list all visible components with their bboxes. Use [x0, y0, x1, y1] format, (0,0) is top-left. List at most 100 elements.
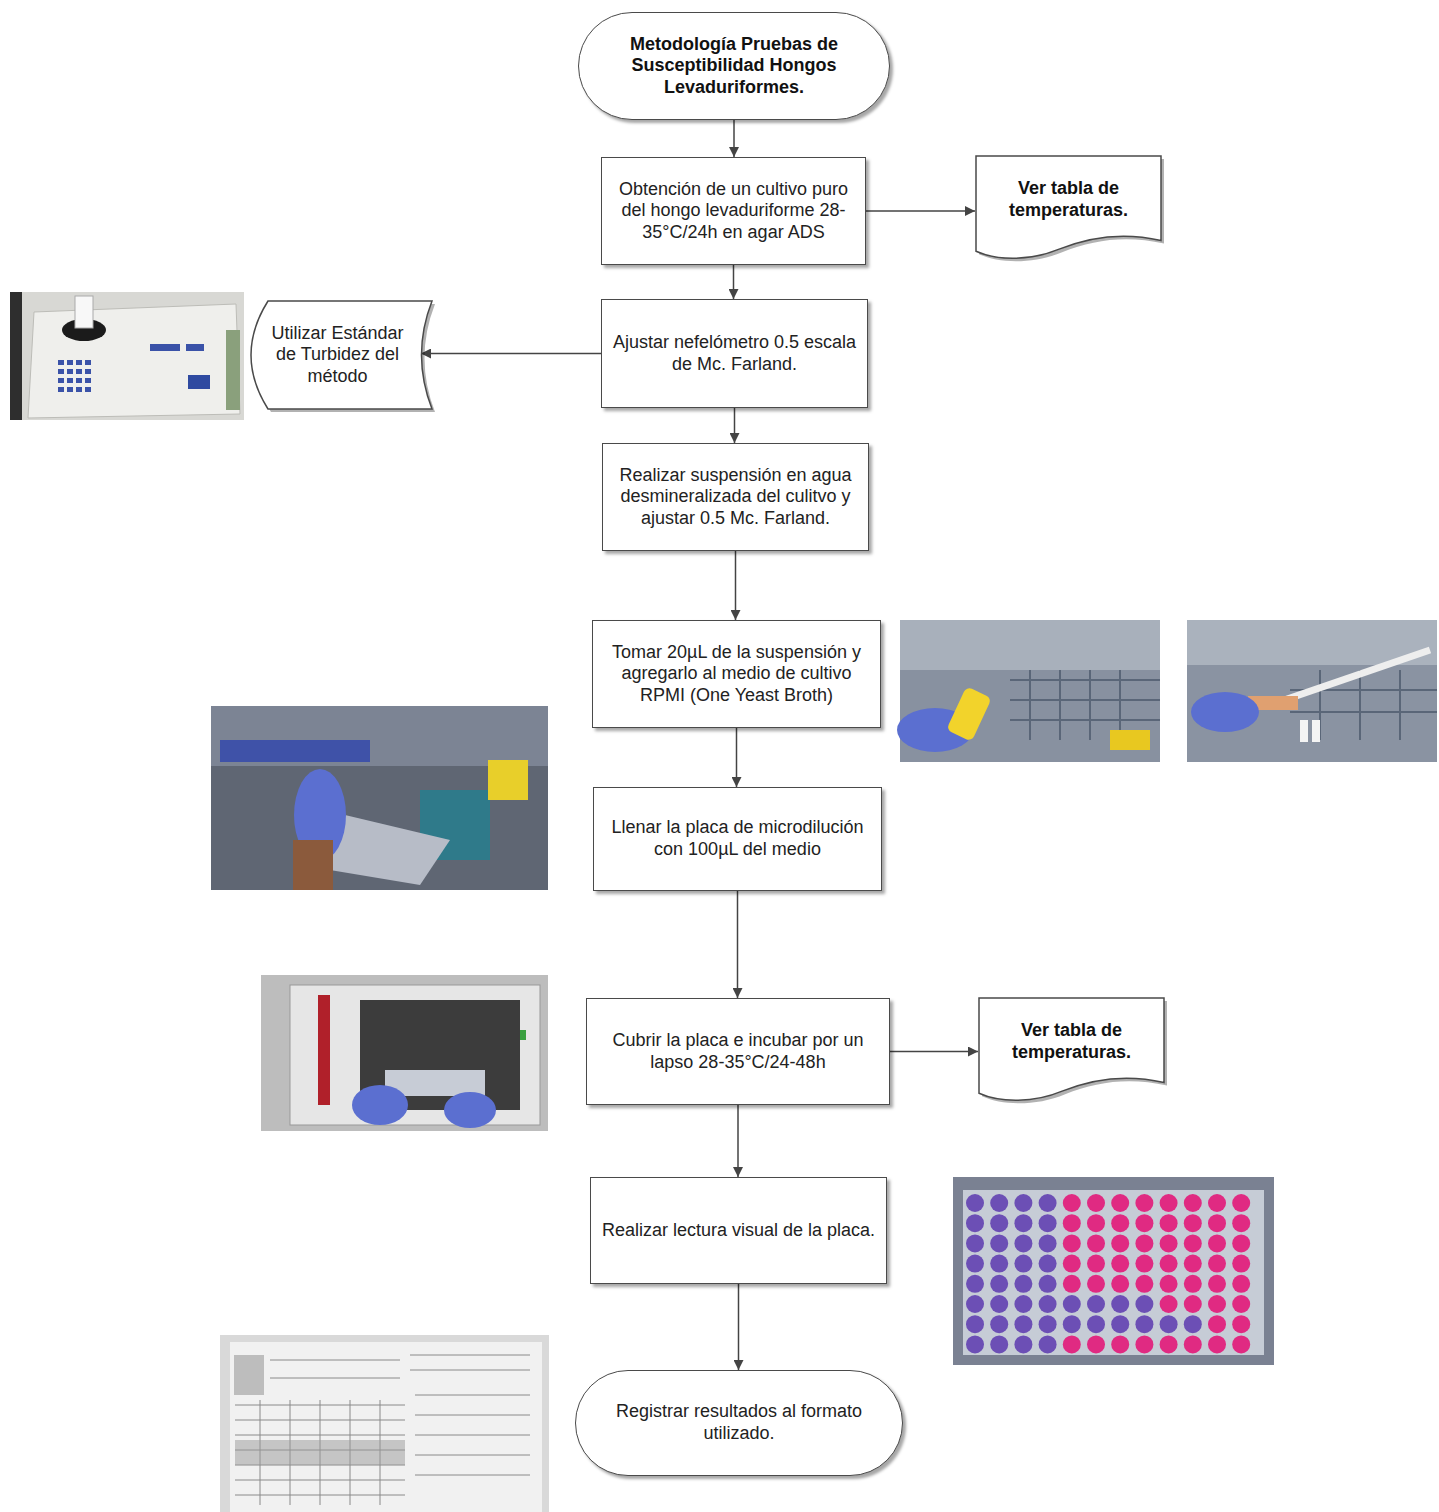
- plate-well: [1014, 1275, 1032, 1293]
- indicator: [520, 1030, 526, 1040]
- plate-well: [1063, 1255, 1081, 1273]
- flow-arrow: [733, 120, 735, 157]
- tube: [1300, 720, 1308, 742]
- plate-well: [1039, 1234, 1057, 1252]
- plate-well: [1039, 1295, 1057, 1313]
- plate-well: [1232, 1275, 1250, 1293]
- form-shading: [235, 1440, 405, 1465]
- node-text: Tomar 20µL de la suspensión y agregarlo …: [601, 642, 872, 707]
- plate-well: [1160, 1214, 1178, 1232]
- plate-well: [1014, 1214, 1032, 1232]
- photo-edge: [226, 330, 240, 410]
- device-body: [28, 304, 240, 418]
- plate-well: [1208, 1214, 1226, 1232]
- node-text: Utilizar Estándar de Turbidez del método: [266, 323, 409, 388]
- plate-well: [966, 1335, 984, 1353]
- plate-frame: [953, 1177, 1274, 1365]
- plate-well: [1208, 1315, 1226, 1333]
- plate-body: [963, 1190, 1264, 1355]
- plate-well: [1087, 1214, 1105, 1232]
- flow-arrow: [737, 1105, 739, 1177]
- glove: [444, 1092, 496, 1128]
- plate-well: [1135, 1275, 1153, 1293]
- plate-well: [1135, 1194, 1153, 1212]
- process-box: Realizar lectura visual de la placa.: [590, 1177, 887, 1284]
- plate-well: [1111, 1255, 1129, 1273]
- flow-arrow: [735, 551, 737, 620]
- plate-well: [1232, 1214, 1250, 1232]
- shape-outline: [976, 156, 1161, 258]
- plate-well: [1208, 1335, 1226, 1353]
- glove: [352, 1085, 408, 1125]
- plate-well: [1208, 1295, 1226, 1313]
- node-text: Ver tabla de temperaturas.: [988, 1020, 1155, 1063]
- plate-well: [1087, 1255, 1105, 1273]
- plate-well: [1232, 1234, 1250, 1252]
- process-box: Ajustar nefelómetro 0.5 escala de Mc. Fa…: [601, 299, 868, 408]
- node-text: Obtención de un cultivo puro del hongo l…: [610, 179, 857, 244]
- plate-well: [1160, 1335, 1178, 1353]
- node-content: Ver tabla de temperaturas.: [978, 997, 1165, 1104]
- keypad: [58, 360, 91, 392]
- plate-well: [990, 1214, 1008, 1232]
- plate-well: [1160, 1315, 1178, 1333]
- plate-well: [1160, 1295, 1178, 1313]
- flow-arrow: [890, 1051, 978, 1053]
- process-box: Tomar 20µL de la suspensión y agregarlo …: [592, 620, 881, 728]
- node-text: Registrar resultados al formato utilizad…: [602, 1401, 876, 1444]
- incubator: [290, 985, 540, 1125]
- node-content: Cubrir la placa e incubar por un lapso 2…: [587, 999, 889, 1104]
- photo-ground: [261, 975, 548, 1131]
- plate-well: [1039, 1315, 1057, 1333]
- plate-photo: [953, 1177, 1274, 1365]
- plate-well: [1135, 1295, 1153, 1313]
- plate-well: [1160, 1255, 1178, 1273]
- terminal-shape: Registrar resultados al formato utilizad…: [575, 1370, 903, 1476]
- node-text: Realizar suspensión en agua desmineraliz…: [611, 465, 860, 530]
- plate-well: [1184, 1214, 1202, 1232]
- paper-form: [230, 1342, 542, 1512]
- plate-well: [1232, 1315, 1250, 1333]
- cuvette: [75, 296, 93, 328]
- plate-well: [1014, 1315, 1032, 1333]
- shape-outline: [979, 998, 1164, 1100]
- plate-well: [1063, 1214, 1081, 1232]
- plate-well: [1232, 1255, 1250, 1273]
- plate-well: [1184, 1275, 1202, 1293]
- button: [188, 375, 210, 389]
- photo-ground: [211, 706, 548, 890]
- form-photo: [220, 1335, 549, 1512]
- plate-well: [1014, 1335, 1032, 1353]
- form-block: [234, 1355, 264, 1395]
- plate-well: [1232, 1335, 1250, 1353]
- plate-well: [1063, 1234, 1081, 1252]
- plate-well: [966, 1234, 984, 1252]
- node-text: Cubrir la placa e incubar por un lapso 2…: [595, 1030, 881, 1073]
- plate-well: [1063, 1335, 1081, 1353]
- glove: [1191, 692, 1259, 732]
- plate-well: [1135, 1234, 1153, 1252]
- plate-well: [1014, 1194, 1032, 1212]
- plate-well: [1039, 1275, 1057, 1293]
- pipette: [946, 686, 992, 741]
- hood-glass: [211, 706, 548, 766]
- plate-well: [1208, 1275, 1226, 1293]
- flow-arrow: [733, 265, 735, 299]
- node-content: Llenar la placa de microdilución con 100…: [594, 788, 881, 890]
- plate-well: [1087, 1194, 1105, 1212]
- flow-arrow: [737, 891, 739, 998]
- plate-well: [1111, 1335, 1129, 1353]
- plate-well: [1014, 1295, 1032, 1313]
- photo-ground: [1187, 620, 1437, 762]
- plate-well: [1087, 1234, 1105, 1252]
- node-content: Ver tabla de temperaturas.: [975, 155, 1162, 262]
- flow-arrow: [738, 1284, 740, 1370]
- photo-ground: [220, 1335, 549, 1512]
- node-content: Realizar suspensión en agua desmineraliz…: [603, 444, 868, 550]
- door-seal: [318, 995, 330, 1105]
- plate-well: [1184, 1335, 1202, 1353]
- plate-well: [1087, 1275, 1105, 1293]
- plate-well: [1111, 1295, 1129, 1313]
- plate-well: [1111, 1275, 1129, 1293]
